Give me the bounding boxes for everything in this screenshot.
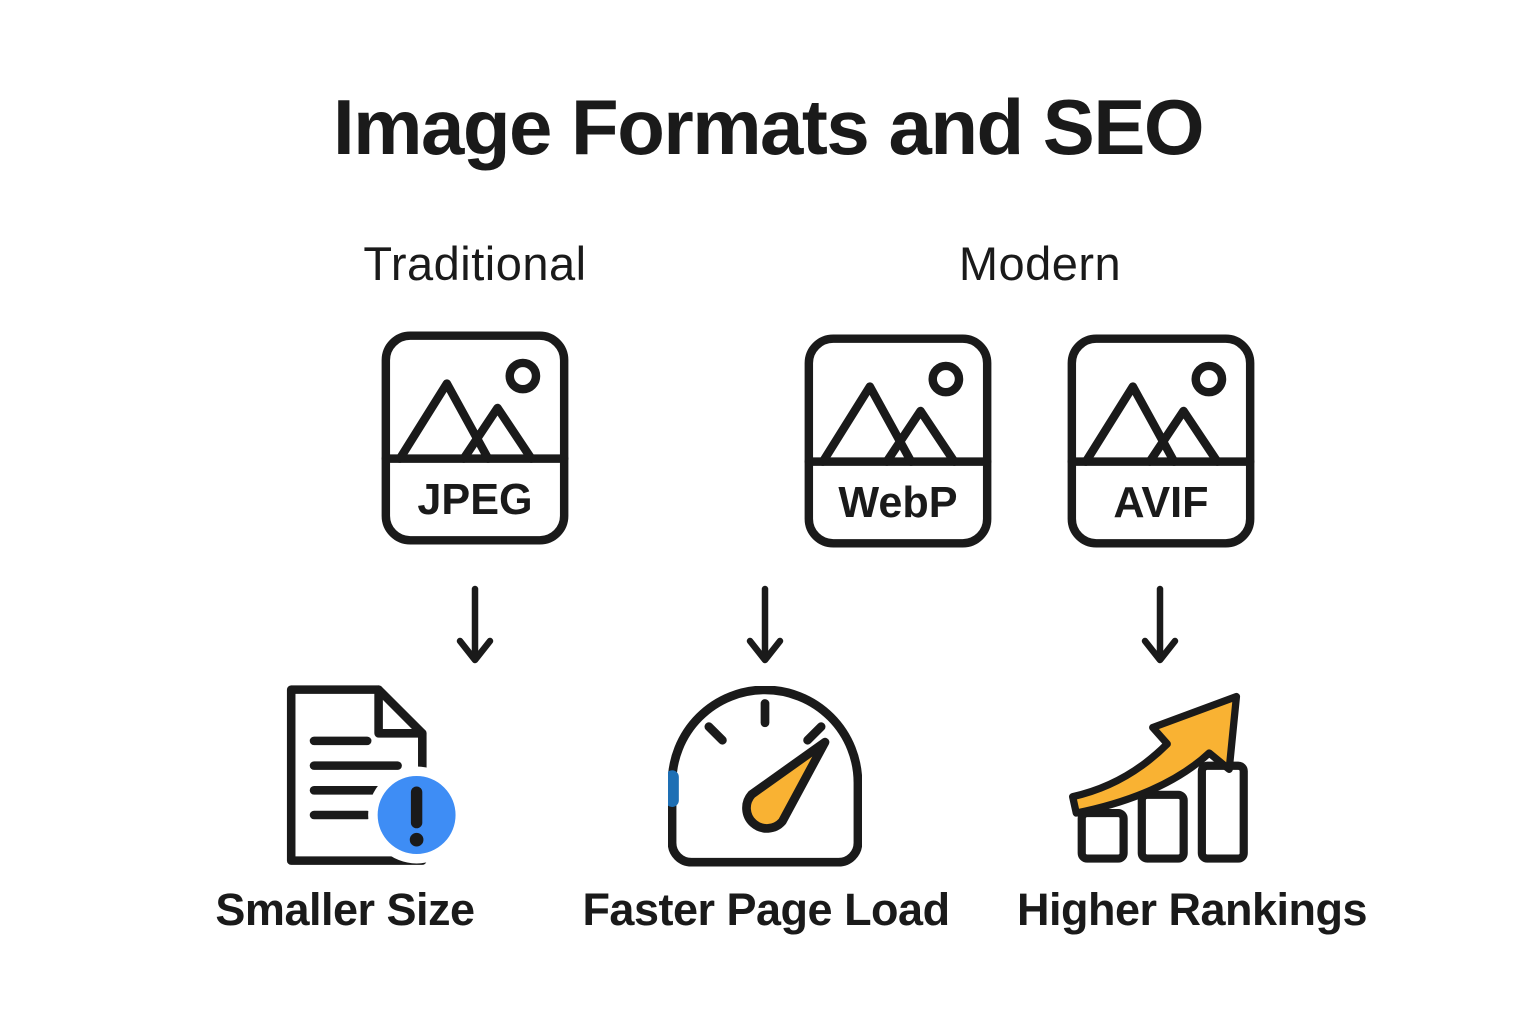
page-title: Image Formats and SEO — [332, 83, 1205, 171]
bar-medium — [1137, 790, 1188, 863]
bar-small — [1077, 808, 1128, 863]
mountain-small — [459, 403, 536, 463]
document-fold — [374, 685, 427, 738]
gauge-tick-right — [803, 722, 826, 745]
mountain-large — [1081, 382, 1179, 466]
format-label-jpeg: JPEG — [417, 476, 532, 524]
down-arrow-icon — [454, 585, 496, 673]
sun-dot — [505, 358, 541, 394]
down-arrow-icon — [1139, 585, 1181, 673]
format-card-avif: AVIF — [1067, 334, 1255, 548]
image-icon: JPEG — [381, 331, 569, 545]
format-card-webp: WebP — [804, 334, 992, 548]
group-label-modern: Modern — [958, 237, 1122, 290]
mountain-small — [882, 406, 959, 466]
outcome-label-faster-page-load: Faster Page Load — [582, 884, 950, 935]
down-arrow-icon — [744, 585, 786, 673]
growth-arrow — [1069, 692, 1241, 817]
gauge-tick-left — [704, 722, 727, 745]
outcome-label-smaller-size: Smaller Size — [215, 884, 475, 935]
exclamation-dot — [409, 832, 424, 847]
outcome-label-higher-rankings: Higher Rankings — [1016, 884, 1368, 935]
bar-large — [1197, 761, 1248, 863]
document-alert-icon — [272, 682, 470, 872]
mountain-large — [818, 382, 916, 466]
sun-dot — [1191, 361, 1227, 397]
growth-chart-icon — [1064, 682, 1256, 864]
mountain-large — [395, 379, 493, 463]
image-icon: AVIF — [1067, 334, 1255, 548]
format-card-jpeg: JPEG — [381, 331, 569, 545]
sun-dot — [928, 361, 964, 397]
mountain-small — [1145, 406, 1222, 466]
group-label-traditional: Traditional — [363, 237, 587, 290]
gauge-needle — [742, 737, 830, 833]
speedometer-icon — [668, 686, 862, 868]
format-label-webp: WebP — [838, 479, 957, 527]
format-label-avif: AVIF — [1113, 479, 1208, 527]
image-icon: WebP — [804, 334, 992, 548]
